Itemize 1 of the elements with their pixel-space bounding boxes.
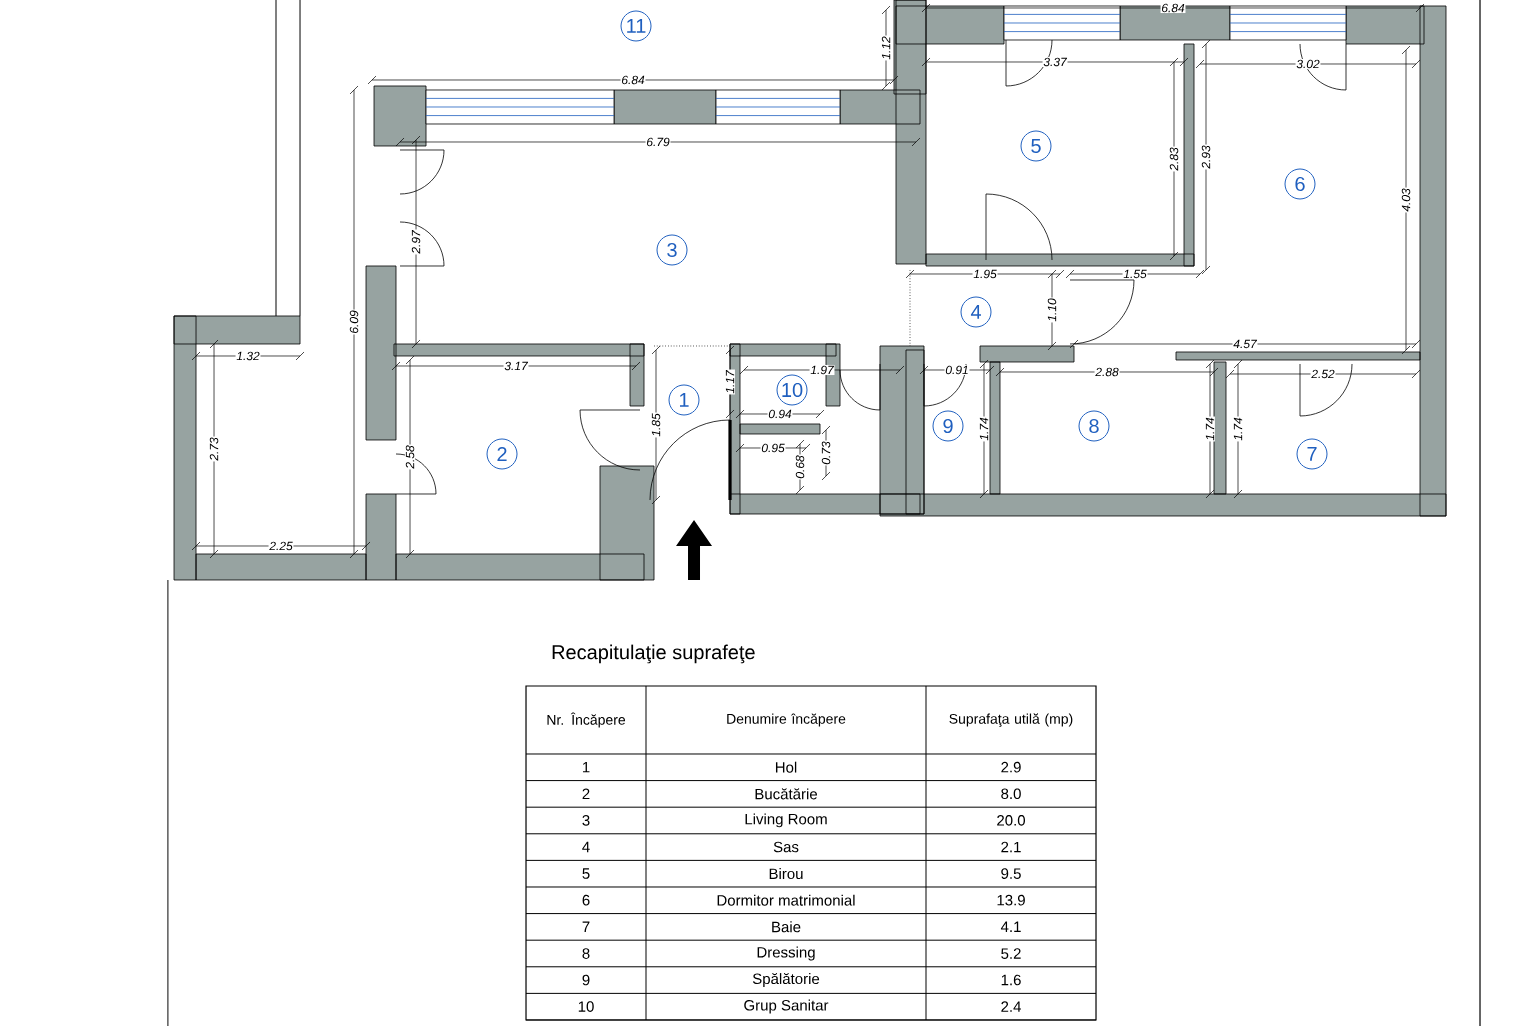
table-heading: Recapitulaţie suprafeţe bbox=[552, 644, 755, 664]
